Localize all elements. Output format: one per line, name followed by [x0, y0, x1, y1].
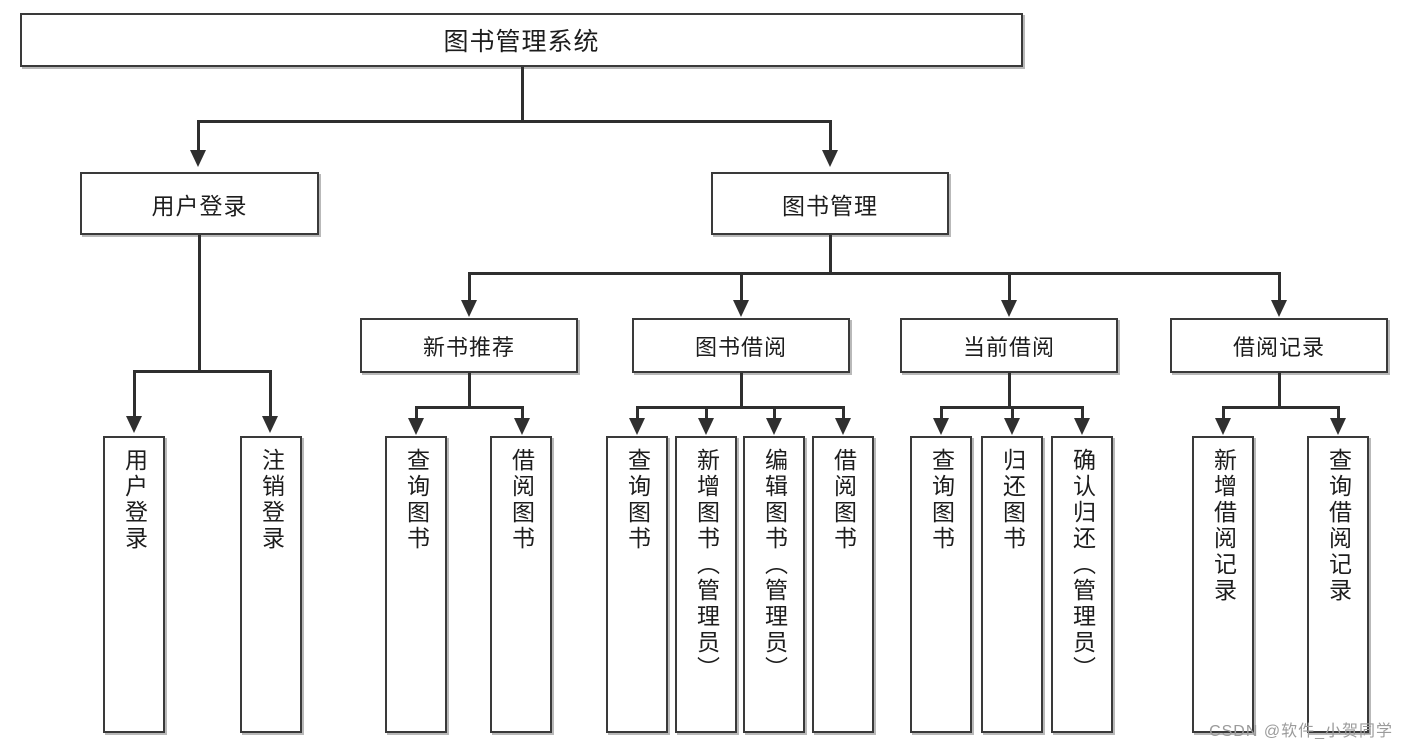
node-leaf-borrow-book-recommend[interactable]: 借阅图书: [490, 436, 552, 733]
node-user-login[interactable]: 用户登录: [80, 172, 319, 235]
connector-user-login-bus: [133, 370, 271, 373]
arrow-bm-to-new-book: [461, 300, 477, 317]
connector-new-book-bus: [415, 406, 523, 409]
connector-book-borrow-stem: [740, 373, 743, 408]
node-current-borrow[interactable]: 当前借阅: [900, 318, 1118, 373]
connector-current-borrow-to-leaf-2: [1011, 406, 1014, 420]
arrow-bm-to-borrow-record: [1271, 300, 1287, 317]
arrow-borrow-record-to-leaf-1: [1215, 418, 1231, 435]
arrow-book-borrow-to-leaf-1: [629, 418, 645, 435]
node-label: 当前借阅: [962, 334, 1055, 360]
arrow-new-book-to-leaf-2: [514, 418, 530, 435]
node-label: 图书借阅: [694, 334, 787, 360]
leaf-label: 借阅图书: [830, 448, 857, 552]
connector-current-borrow-to-leaf-3: [1081, 406, 1084, 420]
leaf-label: 确认归还（管理员）: [1069, 448, 1096, 682]
connector-book-borrow-to-leaf-2: [705, 406, 708, 420]
connector-root-to-book-management: [829, 120, 832, 152]
arrow-book-borrow-to-leaf-2: [698, 418, 714, 435]
connector-book-borrow-to-leaf-4: [842, 406, 845, 420]
connector-current-borrow-stem: [1008, 373, 1011, 408]
leaf-label: 查询图书: [624, 448, 651, 552]
leaf-label: 归还图书: [999, 448, 1026, 552]
connector-book-borrow-to-leaf-1: [636, 406, 639, 420]
node-leaf-edit-book[interactable]: 编辑图书（管理员）: [743, 436, 805, 733]
arrow-bm-to-book-borrow: [733, 300, 749, 317]
arrow-borrow-record-to-leaf-2: [1330, 418, 1346, 435]
arrow-root-to-book-management: [822, 150, 838, 167]
node-leaf-query-book-borrow[interactable]: 查询图书: [606, 436, 668, 733]
node-label: 图书管理: [782, 192, 878, 219]
node-label: 用户登录: [151, 192, 248, 219]
connector-root-to-user-login: [197, 120, 200, 152]
arrow-book-borrow-to-leaf-4: [835, 418, 851, 435]
leaf-label: 新增借阅记录: [1210, 448, 1237, 604]
leaf-label: 借阅图书: [508, 448, 535, 552]
node-book-management[interactable]: 图书管理: [711, 172, 949, 235]
connector-book-borrow-to-leaf-3: [773, 406, 776, 420]
connector-user-login-to-leaf-2: [269, 370, 272, 418]
connector-new-book-to-leaf-2: [521, 406, 524, 420]
connector-new-book-stem: [468, 373, 471, 408]
node-leaf-query-book-recommend[interactable]: 查询图书: [385, 436, 447, 733]
arrow-current-borrow-to-leaf-2: [1004, 418, 1020, 435]
node-leaf-query-book-current[interactable]: 查询图书: [910, 436, 972, 733]
node-book-management-system[interactable]: 图书管理系统: [20, 13, 1023, 67]
node-label: 借阅记录: [1232, 334, 1325, 360]
connector-root-bus: [197, 120, 832, 123]
node-leaf-borrow-book[interactable]: 借阅图书: [812, 436, 874, 733]
connector-root-stem: [521, 67, 524, 122]
node-leaf-add-borrow-record[interactable]: 新增借阅记录: [1192, 436, 1254, 733]
leaf-label: 查询图书: [403, 448, 430, 552]
arrow-bm-to-current-borrow: [1001, 300, 1017, 317]
arrow-current-borrow-to-leaf-3: [1074, 418, 1090, 435]
arrow-book-borrow-to-leaf-3: [766, 418, 782, 435]
node-new-book-recommend[interactable]: 新书推荐: [360, 318, 578, 373]
arrow-new-book-to-leaf-1: [408, 418, 424, 435]
leaf-label: 编辑图书（管理员）: [761, 448, 788, 682]
connector-bm-to-current-borrow: [1008, 272, 1011, 302]
arrow-root-to-user-login: [190, 150, 206, 167]
node-label: 图书管理系统: [443, 28, 600, 56]
connector-book-management-stem: [829, 235, 832, 274]
arrow-user-login-to-leaf-2: [262, 416, 278, 433]
connector-user-login-to-leaf-1: [133, 370, 136, 418]
connector-book-management-bus: [468, 272, 1278, 275]
node-borrow-record[interactable]: 借阅记录: [1170, 318, 1388, 373]
node-label: 新书推荐: [422, 334, 515, 360]
arrow-current-borrow-to-leaf-1: [933, 418, 949, 435]
node-leaf-return-book[interactable]: 归还图书: [981, 436, 1043, 733]
connector-borrow-record-to-leaf-2: [1337, 406, 1340, 420]
node-book-borrow[interactable]: 图书借阅: [632, 318, 850, 373]
connector-bm-to-new-book: [468, 272, 471, 302]
connector-user-login-stem: [198, 235, 201, 372]
arrow-user-login-to-leaf-1: [126, 416, 142, 433]
connector-borrow-record-stem: [1278, 373, 1281, 408]
node-leaf-confirm-return[interactable]: 确认归还（管理员）: [1051, 436, 1113, 733]
leaf-label: 查询图书: [928, 448, 955, 552]
leaf-label: 用户登录: [121, 448, 148, 552]
leaf-label: 新增图书（管理员）: [693, 448, 720, 682]
connector-current-borrow-to-leaf-1: [940, 406, 943, 420]
leaf-label: 注销登录: [258, 448, 285, 552]
node-leaf-logout-login[interactable]: 注销登录: [240, 436, 302, 733]
node-leaf-add-book[interactable]: 新增图书（管理员）: [675, 436, 737, 733]
connector-bm-to-book-borrow: [740, 272, 743, 302]
connector-borrow-record-bus: [1222, 406, 1339, 409]
connector-borrow-record-to-leaf-1: [1222, 406, 1225, 420]
connector-book-borrow-bus: [636, 406, 844, 409]
connector-bm-to-borrow-record: [1278, 272, 1281, 302]
leaf-label: 查询借阅记录: [1325, 448, 1352, 604]
connector-new-book-to-leaf-1: [415, 406, 418, 420]
node-leaf-query-borrow-record[interactable]: 查询借阅记录: [1307, 436, 1369, 733]
node-leaf-user-login[interactable]: 用户登录: [103, 436, 165, 733]
